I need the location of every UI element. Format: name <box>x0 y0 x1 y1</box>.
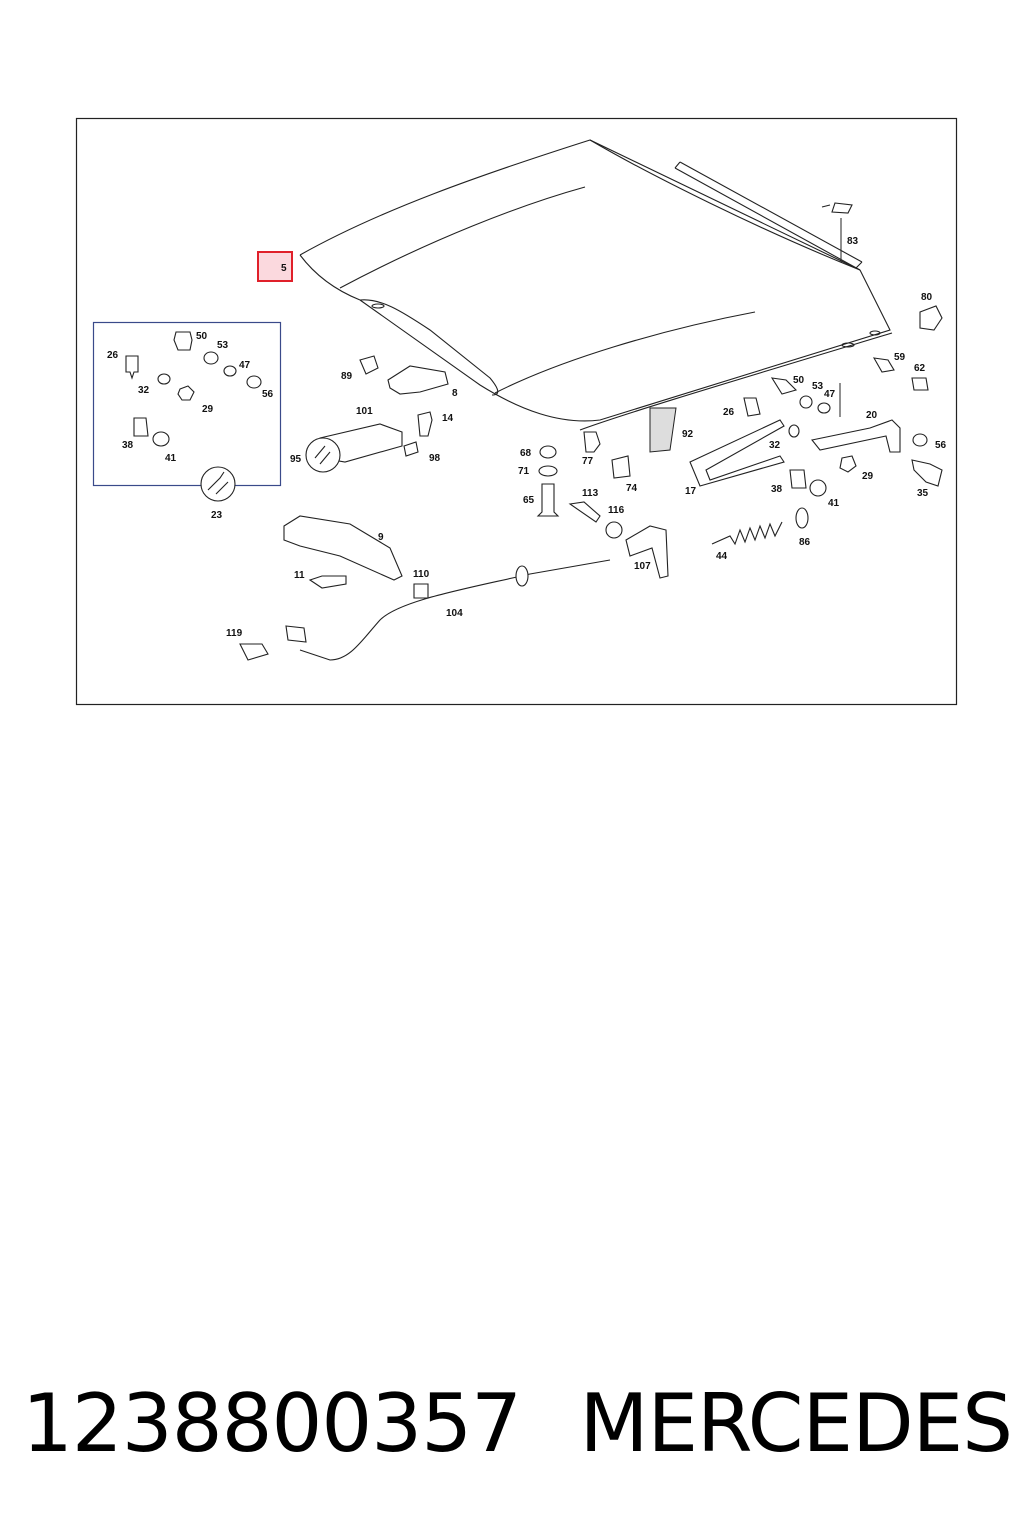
inset-callout-26: 26 <box>107 350 119 361</box>
bushing-86 <box>795 507 809 529</box>
clip-38r <box>789 469 807 489</box>
callout-62: 62 <box>914 363 926 374</box>
callout-110: 110 <box>413 569 430 580</box>
callout-32-right: 32 <box>769 440 781 451</box>
callout-29-right: 29 <box>862 471 874 482</box>
callout-101: 101 <box>356 406 373 417</box>
callout-98: 98 <box>429 453 441 464</box>
nut-47r <box>817 402 831 414</box>
inset-callout-56: 56 <box>262 389 274 400</box>
spring-44 <box>711 521 783 546</box>
callout-65: 65 <box>523 495 535 506</box>
star-washer-116 <box>605 521 623 539</box>
bracket-8 <box>387 365 449 395</box>
callout-17: 17 <box>685 486 697 497</box>
clip-89 <box>359 355 379 375</box>
callout-104: 104 <box>446 608 463 619</box>
latch-plate-9 <box>283 515 403 581</box>
fastener-inset <box>92 321 282 502</box>
callout-14: 14 <box>442 413 454 424</box>
inset-callout-38: 38 <box>122 440 134 451</box>
cable-104 <box>299 559 611 661</box>
callout-9: 9 <box>378 532 384 543</box>
diagram-frame <box>75 117 958 706</box>
inset-callout-41: 41 <box>165 453 177 464</box>
callout-83: 83 <box>847 236 859 247</box>
inset-callout-29: 29 <box>202 404 214 415</box>
callout-35: 35 <box>917 488 929 499</box>
bracket-92 <box>649 407 677 453</box>
screw-77 <box>583 431 601 453</box>
callout-80: 80 <box>921 292 933 303</box>
inset-callout-47: 47 <box>239 360 251 371</box>
clip-110 <box>413 583 429 599</box>
caption-bar: 1238800357 MERCEDES <box>22 1368 1013 1478</box>
clip-119 <box>239 643 269 661</box>
inset-callout-32: 32 <box>138 385 150 396</box>
callout-26-right: 26 <box>723 407 735 418</box>
callout-119: 119 <box>226 628 243 639</box>
callout-53-right: 53 <box>812 381 824 392</box>
callout-50-right: 50 <box>793 375 805 386</box>
washer-41r <box>809 479 827 497</box>
nut-68 <box>539 445 557 459</box>
cable-end-104 <box>285 625 307 643</box>
callout-56-right: 56 <box>935 440 947 451</box>
callout-89: 89 <box>341 371 353 382</box>
callout-44: 44 <box>716 551 728 562</box>
washer-56r <box>912 433 928 447</box>
callout-41-right: 41 <box>828 498 840 509</box>
nut-29r <box>839 455 857 473</box>
clip-80 <box>919 305 943 331</box>
callout-38-right: 38 <box>771 484 783 495</box>
highlight-part-5 <box>257 251 293 282</box>
grommet-104 <box>515 565 529 587</box>
callout-8: 8 <box>452 388 458 399</box>
handle-107 <box>625 525 669 579</box>
washer-32r <box>788 424 800 438</box>
callout-74: 74 <box>626 483 638 494</box>
callout-71: 71 <box>518 466 530 477</box>
washer-53r <box>799 395 813 409</box>
callout-95: 95 <box>290 454 302 465</box>
callout-113: 113 <box>582 488 599 499</box>
inset-callout-50: 50 <box>196 331 208 342</box>
hood-panel <box>299 139 893 431</box>
bolt-50r <box>770 377 798 395</box>
bolt-65 <box>536 483 560 517</box>
washer-71 <box>538 465 558 477</box>
callout-11: 11 <box>294 570 305 581</box>
bolt-26r <box>743 397 761 417</box>
seal-strip-83 <box>674 161 863 271</box>
brand-name: MERCEDES <box>579 1376 1013 1470</box>
callout-5: 5 <box>281 263 287 274</box>
inset-callout-53: 53 <box>217 340 229 351</box>
bolt-35 <box>911 459 943 487</box>
callout-77: 77 <box>582 456 594 467</box>
callout-107: 107 <box>634 561 651 572</box>
callout-92: 92 <box>682 429 694 440</box>
callout-116: 116 <box>608 505 625 516</box>
screw-14 <box>417 411 433 437</box>
pin-98 <box>403 441 419 457</box>
callout-86: 86 <box>799 537 811 548</box>
striker-101 <box>305 423 403 473</box>
hinge-bracket-20 <box>811 419 901 453</box>
hinge-17 <box>689 419 785 487</box>
callout-68: 68 <box>520 448 532 459</box>
parts-diagram: 5 83 80 89 8 101 14 95 98 92 68 71 65 77… <box>75 117 958 706</box>
callout-59: 59 <box>894 352 906 363</box>
bolt-59 <box>872 357 895 373</box>
part-number: 1238800357 <box>22 1376 522 1470</box>
callout-23: 23 <box>211 510 223 521</box>
screw-113 <box>568 501 601 523</box>
screw-11 <box>308 575 347 589</box>
callout-47-right: 47 <box>824 389 836 400</box>
callout-20: 20 <box>866 410 878 421</box>
nut-62 <box>911 377 929 391</box>
bracket-74 <box>611 455 631 479</box>
